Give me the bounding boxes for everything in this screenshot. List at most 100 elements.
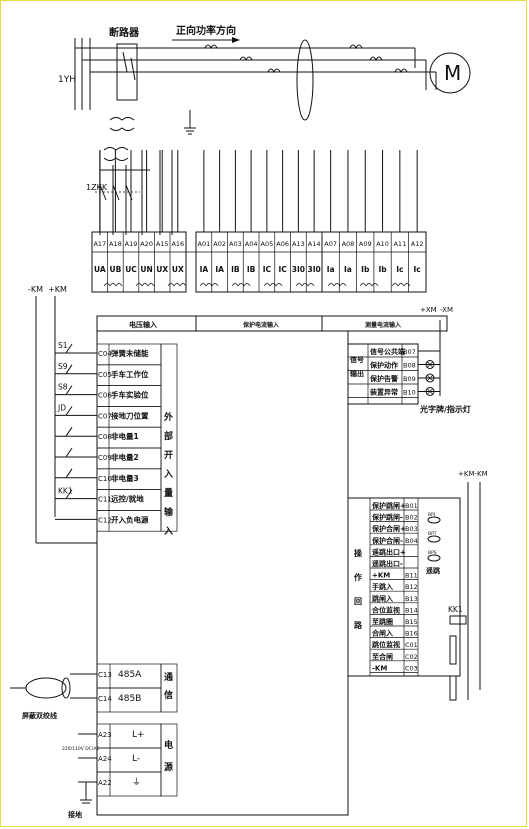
input-code: C06 xyxy=(98,392,112,400)
signal-code: B10 xyxy=(403,389,416,397)
power-label: L- xyxy=(132,754,140,764)
input-label: 手车工作位 xyxy=(111,369,149,379)
comm-side-box xyxy=(160,663,178,713)
power-label: L+ xyxy=(132,730,145,740)
input-code: C05 xyxy=(98,371,112,379)
input-label: 开入负电源 xyxy=(111,514,149,524)
terminal-name: Ic xyxy=(414,265,421,274)
ground-label: 接地 xyxy=(68,810,82,819)
operation-code: C01 xyxy=(405,641,418,649)
terminal-code: A01 xyxy=(198,240,211,248)
operation-code: B14 xyxy=(405,606,418,614)
input-coil xyxy=(263,283,283,287)
operation-label: 遥跳出口+ xyxy=(372,547,406,556)
terminal-code: A14 xyxy=(308,240,321,248)
input-code: C08 xyxy=(98,433,112,441)
terminal-code: A02 xyxy=(213,240,226,248)
input-coil xyxy=(199,283,219,287)
input-code: C11 xyxy=(98,496,112,504)
terminal-strip: A17UAA18UBA19UCA20UNA15UXA16UXA01IAA02IA… xyxy=(91,150,427,293)
terminal-code: A06 xyxy=(276,240,289,248)
terminal-code: A05 xyxy=(261,240,274,248)
comm-code: C14 xyxy=(98,695,112,703)
contact xyxy=(65,489,73,499)
contact xyxy=(65,468,73,479)
trip-coil xyxy=(449,635,457,665)
signal-label: 保护告警 xyxy=(369,374,398,383)
operation-code: C02 xyxy=(405,653,418,661)
operation-code: B15 xyxy=(405,618,418,626)
terminal-code: A04 xyxy=(245,240,258,248)
signal-supply-plus: +XM xyxy=(420,306,437,314)
remote-trip-label: 遥跳 xyxy=(426,566,440,575)
input-label: 非电量1 xyxy=(111,431,139,441)
terminal-name: 3I0 xyxy=(292,265,305,274)
kk-label: KK1 xyxy=(448,605,463,614)
signal-code: B08 xyxy=(403,362,416,370)
terminal-code: A18 xyxy=(109,240,122,248)
terminal-name: IA xyxy=(215,265,224,274)
pt-air-switch xyxy=(95,184,140,201)
terminal-code: A08 xyxy=(342,240,355,248)
relay-coil-icon xyxy=(427,535,441,543)
terminal-code: A12 xyxy=(411,240,424,248)
terminal-name: Ia xyxy=(344,265,352,274)
operation-label: +KM xyxy=(372,572,390,580)
pt-transformer xyxy=(99,117,173,235)
input-side-char: 量 xyxy=(164,487,173,499)
operation-code: B03 xyxy=(405,525,418,533)
input-label: 接地刀位置 xyxy=(111,410,149,420)
terminal-code: A16 xyxy=(171,240,184,248)
terminal-code: A20 xyxy=(140,240,153,248)
operation-label: 遥跳出口- xyxy=(372,559,403,568)
contact xyxy=(65,406,73,416)
operation-side-char: 操 xyxy=(354,548,363,558)
power-code: A23 xyxy=(98,731,112,739)
ct-coils xyxy=(204,44,408,74)
motor-symbol xyxy=(429,52,471,94)
signal-label: 装置异常 xyxy=(369,388,398,397)
supply-minus-label: -KM xyxy=(28,285,43,294)
operation-label: 跳闸入 xyxy=(372,594,393,603)
terminal-code: A10 xyxy=(376,240,389,248)
power-side-char: 电 xyxy=(164,739,173,751)
input-coil xyxy=(391,283,411,287)
operation-label: 保护跳闸+ xyxy=(371,501,406,510)
operation-label: -KM xyxy=(372,664,387,672)
comm-label: 485B xyxy=(118,694,141,704)
input-switch-label: KK1 xyxy=(58,487,73,496)
operation-supply: +KM-KM xyxy=(458,470,488,478)
relay-label: BPS xyxy=(428,550,437,556)
input-switch-label: S1 xyxy=(58,341,68,350)
signal-box xyxy=(347,343,419,405)
operation-label: 保护合闸- xyxy=(371,536,403,545)
input-coil xyxy=(103,283,123,287)
lamp-icon xyxy=(425,373,435,383)
power-side-box xyxy=(160,723,178,797)
relay-coil-icon xyxy=(427,516,441,524)
protection-current-label: 保护电流输入 xyxy=(242,321,279,329)
zero-sequence-ct xyxy=(296,39,314,121)
pt-switch-label: 1ZKK xyxy=(86,183,108,192)
comm-code: C13 xyxy=(98,671,112,679)
input-side-char: 入 xyxy=(163,526,173,537)
terminal-name: UX xyxy=(156,265,168,274)
input-side-char: 外 xyxy=(163,411,173,423)
signal-label: 信号公共端 xyxy=(370,347,405,356)
input-coil xyxy=(359,283,379,287)
operation-label: 保护跳闸- xyxy=(371,513,403,522)
terminal-code: A03 xyxy=(229,240,242,248)
motor-label: M xyxy=(444,61,461,85)
input-coil xyxy=(231,283,251,287)
terminal-name: Ib xyxy=(361,265,370,274)
operation-code: B13 xyxy=(405,595,418,603)
measure-current-label: 测量电流输入 xyxy=(365,321,401,329)
terminal-name: Ic xyxy=(396,265,403,274)
lamp-icon xyxy=(425,387,435,396)
terminal-name: UX xyxy=(172,265,184,274)
